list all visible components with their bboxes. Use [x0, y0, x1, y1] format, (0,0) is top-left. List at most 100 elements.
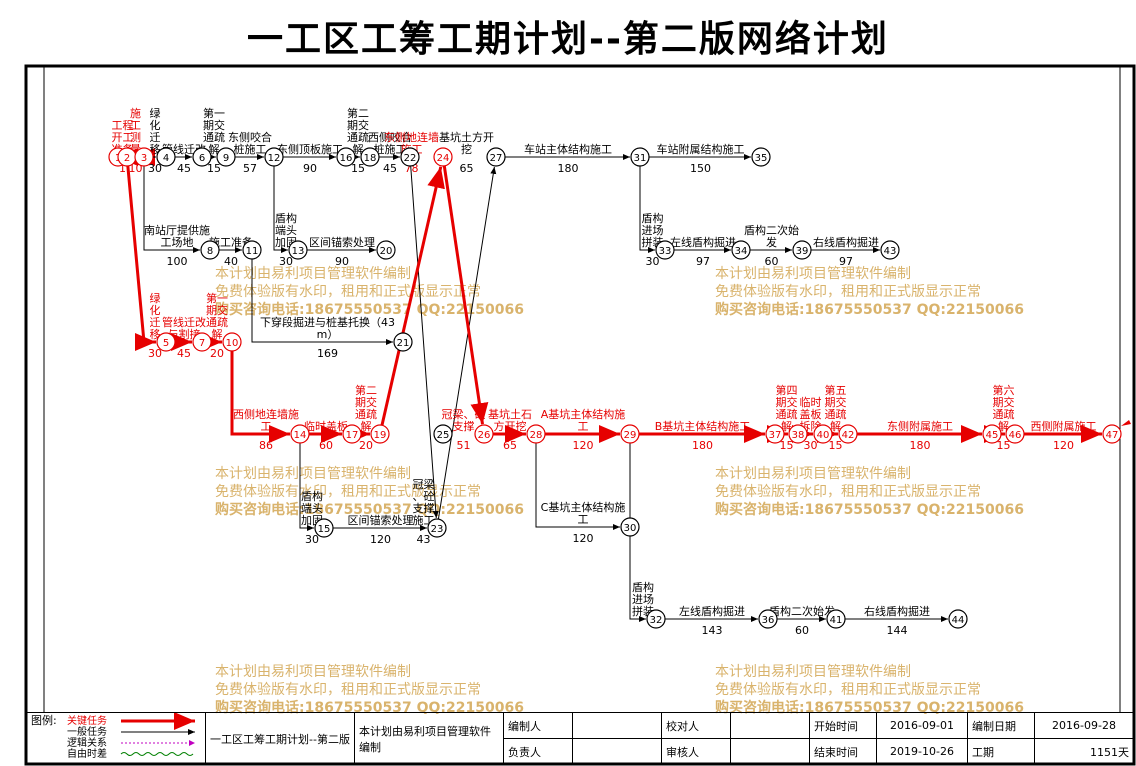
node-circle — [620, 424, 640, 444]
node-circle — [360, 147, 380, 167]
node-number: 31 — [634, 153, 647, 164]
task-name: 第四期交通疏解 — [776, 383, 798, 433]
node-number: 45 — [986, 430, 999, 441]
node-number: 44 — [952, 615, 965, 626]
task-name: 东侧咬合桩施工 — [228, 130, 272, 156]
task-duration: 97 — [839, 255, 853, 268]
node-number: 24 — [437, 153, 450, 164]
task-duration: 45 — [177, 162, 191, 175]
duration-value: 1151天 — [1034, 738, 1134, 765]
end-value: 2019-10-26 — [876, 738, 968, 765]
task-name: 西侧地连墙施工 — [233, 407, 299, 433]
node-number: 5 — [163, 338, 169, 349]
task-name: 右线盾构掘进 — [864, 604, 930, 618]
node-circle — [342, 424, 362, 444]
task-arrow — [230, 342, 290, 443]
task-duration: 100 — [167, 255, 188, 268]
node-circle — [838, 424, 858, 444]
node-circle — [200, 240, 220, 260]
node-number: 21 — [397, 338, 410, 349]
task-name: 第五期交通疏解 — [825, 383, 847, 433]
node-circle — [336, 147, 356, 167]
task-arrow — [380, 166, 445, 426]
node-circle — [192, 147, 212, 167]
watermark-text: 购买咨询电话:18675550537 QQ:22150066 — [215, 301, 524, 318]
task-duration: 86 — [259, 439, 273, 452]
task-name: B基坑主体结构施工 — [655, 419, 751, 433]
task-duration: 15 — [780, 439, 794, 452]
task-name: 管线迁改与割接 — [162, 315, 206, 341]
node-circle — [813, 424, 833, 444]
compile-date-label: 编制日期 — [967, 712, 1035, 739]
finish-flag-icon — [1121, 420, 1131, 426]
watermark-text: 购买咨询电话:18675550537 QQ:22150066 — [715, 301, 1024, 318]
task-duration: 120 — [573, 532, 594, 545]
task-name: 冠梁、砼支撑 — [442, 407, 486, 433]
task-name: 第一期交通疏解 — [203, 106, 225, 156]
task-arrow — [251, 250, 393, 345]
legend-label: 图例: — [31, 713, 57, 727]
node-number: 26 — [478, 430, 491, 441]
task-duration: 65 — [460, 162, 474, 175]
compiler-label: 编制人 — [503, 712, 573, 739]
node-circle — [474, 424, 494, 444]
node-circle — [134, 147, 154, 167]
title-block: 图例: 关键任务 一般任务 逻辑关系 自由时差 一工区工筹工期计划--第二版 本… — [26, 712, 1134, 765]
watermark-text: 免费体验版有水印，租用和正式版显示正常 — [215, 484, 481, 500]
node-circle — [156, 332, 176, 352]
legend-logic-arrow — [189, 740, 195, 746]
node-number: 35 — [755, 153, 768, 164]
task-duration: 65 — [503, 439, 517, 452]
node-number: 25 — [437, 430, 450, 441]
task-name: C基坑主体结构施工 — [541, 500, 626, 526]
legend-normal-label: 一般任务 — [67, 725, 107, 738]
node-circle — [216, 147, 236, 167]
node-number: 43 — [884, 246, 897, 257]
plan-name: 一工区工筹工期计划--第二版 — [205, 712, 355, 765]
task-name: 第二期交通疏解 — [347, 106, 369, 156]
task-duration: 60 — [765, 255, 779, 268]
watermark-text: 免费体验版有水印，租用和正式版显示正常 — [215, 284, 481, 300]
task-name: 车站附属结构施工 — [657, 142, 745, 156]
node-circle — [751, 147, 771, 167]
node-number: 7 — [199, 338, 205, 349]
task-duration: 20 — [359, 439, 373, 452]
legend-graphic: 图例: 关键任务 一般任务 逻辑关系 自由时差 — [31, 712, 195, 760]
node-circle — [1005, 424, 1025, 444]
node-number: 40 — [817, 430, 830, 441]
node-number: 11 — [246, 246, 259, 257]
task-duration: 180 — [910, 439, 931, 452]
task-duration: 144 — [887, 624, 908, 637]
task-arrow — [143, 157, 200, 253]
node-number: 34 — [735, 246, 748, 257]
legend-float-label: 自由时差 — [67, 747, 107, 760]
task-duration: 150 — [690, 162, 711, 175]
task-duration: 90 — [303, 162, 317, 175]
node-circle — [792, 240, 812, 260]
responsible-value — [572, 738, 662, 765]
watermark-text: 本计划由易利项目管理软件编制 — [215, 664, 411, 680]
task-duration: 30 — [646, 255, 660, 268]
task-name: 区间锚索处理 — [309, 235, 375, 249]
task-duration: 51 — [457, 439, 471, 452]
node-circle — [370, 424, 390, 444]
task-name: 第六期交通疏解 — [993, 383, 1015, 433]
node-circle — [646, 609, 666, 629]
task-duration: 120 — [573, 439, 594, 452]
task-name: 区间锚索处理 — [348, 513, 414, 527]
node-number: 22 — [404, 153, 417, 164]
node-circle — [655, 240, 675, 260]
task-duration: 40 — [224, 255, 238, 268]
page-title: 一工区工筹工期计划--第二版网络计划 — [247, 19, 889, 60]
node-number: 14 — [294, 430, 307, 441]
task-name: 施工测量 — [130, 107, 141, 156]
task-name: 西侧附属施工 — [1031, 419, 1097, 433]
node-number: 42 — [842, 430, 855, 441]
node-number: 29 — [624, 430, 637, 441]
task-arrow — [535, 434, 620, 530]
node-circle — [826, 609, 846, 629]
watermark-text: 本计划由易利项目管理软件编制 — [715, 266, 911, 282]
node-circle — [948, 609, 968, 629]
